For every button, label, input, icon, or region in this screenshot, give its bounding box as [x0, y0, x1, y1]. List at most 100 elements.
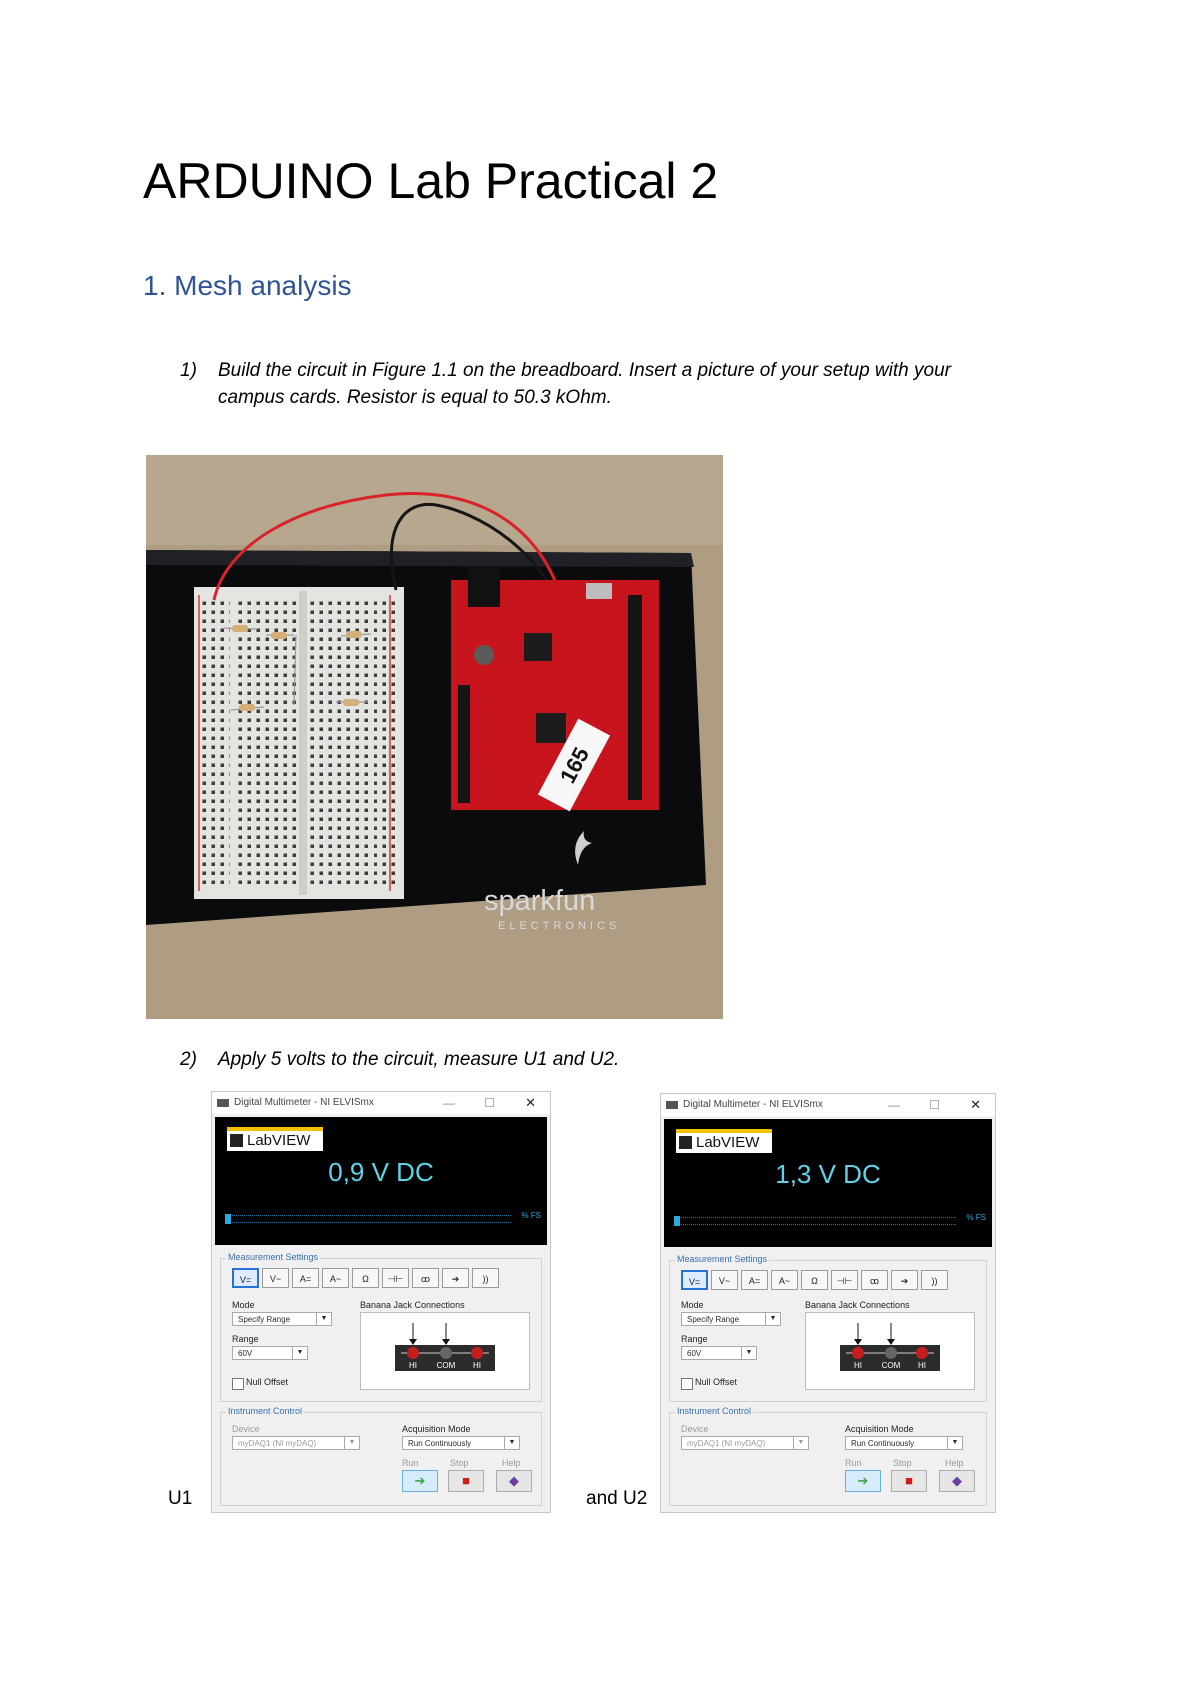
maximize-icon[interactable]: ☐ [484, 1096, 495, 1110]
close-icon[interactable]: ✕ [970, 1097, 981, 1112]
jack-hi-label: HI [854, 1361, 862, 1370]
jack-hi-label: HI [409, 1361, 417, 1370]
measurement-settings-label: Measurement Settings [675, 1254, 770, 1264]
maximize-icon[interactable]: ☐ [929, 1098, 940, 1112]
resistance-button[interactable]: Ω [801, 1270, 828, 1290]
inductance-button[interactable]: ꝏ [412, 1268, 439, 1288]
item-number: 1) [180, 360, 197, 381]
jack-com-label: COM [437, 1361, 456, 1370]
window-title: Digital Multimeter - NI ELVISmx [683, 1099, 823, 1110]
sparkfun-logo-sub: ELECTRONICS [498, 920, 620, 932]
range-select[interactable]: 60V▼ [681, 1346, 757, 1360]
jack-hi-label: HI [918, 1361, 926, 1370]
fs-label: % FS [521, 1211, 541, 1220]
acquisition-mode-label: Acquisition Mode [845, 1424, 914, 1434]
dc-current-button[interactable]: A= [741, 1270, 768, 1290]
minimize-icon[interactable]: — [443, 1096, 455, 1110]
diode-button[interactable]: ➔ [891, 1270, 918, 1290]
app-icon [666, 1101, 678, 1109]
section-heading: 1. Mesh analysis [143, 270, 352, 301]
continuity-button[interactable]: )) [472, 1268, 499, 1288]
device-label: Device [232, 1424, 260, 1434]
mode-label: Mode [232, 1300, 255, 1310]
continuity-button[interactable]: )) [921, 1270, 948, 1290]
null-offset-label: Null Offset [695, 1377, 737, 1387]
run-label: Run [845, 1458, 862, 1468]
null-offset-label: Null Offset [246, 1377, 288, 1387]
measurement-settings-group [669, 1260, 987, 1402]
ac-current-button[interactable]: A~ [322, 1268, 349, 1288]
acquisition-mode-select[interactable]: Run Continuously▼ [402, 1436, 520, 1450]
mode-select[interactable]: Specify Range▼ [681, 1312, 781, 1326]
run-button[interactable]: ➔ [845, 1470, 881, 1492]
meter-display: LabVIEW 1,3 V DC % FS [664, 1119, 992, 1247]
item-text: Apply 5 volts to the circuit, measure U1… [218, 1049, 620, 1070]
dc-voltage-button[interactable]: V= [232, 1268, 259, 1288]
device-label: Device [681, 1424, 709, 1434]
ac-voltage-button[interactable]: V~ [711, 1270, 738, 1290]
device-select[interactable]: myDAQ1 (NI myDAQ)▼ [232, 1436, 360, 1450]
instrument-control-label: Instrument Control [675, 1406, 754, 1416]
minimize-icon[interactable]: — [888, 1098, 900, 1112]
jack-com-label: COM [882, 1361, 901, 1370]
item-number: 2) [180, 1049, 197, 1070]
help-button[interactable]: ◆ [939, 1470, 975, 1492]
banana-jack-diagram: HI COM HI [805, 1312, 975, 1390]
meter-display: LabVIEW 0,9 V DC % FS [215, 1117, 547, 1245]
labview-logo: LabVIEW [227, 1127, 323, 1151]
close-icon[interactable]: ✕ [525, 1095, 536, 1110]
resistance-button[interactable]: Ω [352, 1268, 379, 1288]
meter-reading: 0,9 V DC [328, 1157, 434, 1187]
capacitance-button[interactable]: ⊣⊢ [831, 1270, 858, 1290]
ac-current-button[interactable]: A~ [771, 1270, 798, 1290]
document-title: ARDUINO Lab Practical 2 [143, 153, 719, 209]
stop-label: Stop [450, 1458, 469, 1468]
mode-select[interactable]: Specify Range▼ [232, 1312, 332, 1326]
instrument-control-label: Instrument Control [226, 1406, 305, 1416]
multimeter-window-u2: Digital Multimeter - NI ELVISmx — ☐ ✕ La… [660, 1093, 996, 1513]
range-bar [225, 1214, 511, 1224]
jack-hi-label: HI [473, 1361, 481, 1370]
window-titlebar: Digital Multimeter - NI ELVISmx — ☐ ✕ [661, 1094, 995, 1116]
mode-buttons: V= V~ A= A~ Ω ⊣⊢ ꝏ ➔ )) [232, 1268, 499, 1288]
instrument-control-group [669, 1412, 987, 1506]
sparkfun-logo: sparkfun [484, 885, 595, 917]
acquisition-mode-select[interactable]: Run Continuously▼ [845, 1436, 963, 1450]
range-select[interactable]: 60V▼ [232, 1346, 308, 1360]
null-offset-checkbox[interactable] [681, 1378, 693, 1390]
meter-reading: 1,3 V DC [775, 1159, 881, 1189]
help-button[interactable]: ◆ [496, 1470, 532, 1492]
help-label: Help [945, 1458, 964, 1468]
dc-voltage-button[interactable]: V= [681, 1270, 708, 1290]
window-title: Digital Multimeter - NI ELVISmx [234, 1097, 374, 1108]
window-titlebar: Digital Multimeter - NI ELVISmx — ☐ ✕ [212, 1092, 550, 1114]
caption-u2: and U2 [586, 1488, 648, 1509]
null-offset-checkbox[interactable] [232, 1378, 244, 1390]
labview-logo: LabVIEW [676, 1129, 772, 1153]
help-label: Help [502, 1458, 521, 1468]
fs-label: % FS [966, 1213, 986, 1222]
banana-jack-label: Banana Jack Connections [805, 1300, 910, 1310]
range-bar [674, 1216, 956, 1226]
inductance-button[interactable]: ꝏ [861, 1270, 888, 1290]
measurement-settings-group [220, 1258, 542, 1402]
breadboard-photo: 165 sparkfun ELECTRONICS [146, 455, 723, 1019]
capacitance-button[interactable]: ⊣⊢ [382, 1268, 409, 1288]
diode-button[interactable]: ➔ [442, 1268, 469, 1288]
caption-u1: U1 [168, 1488, 193, 1509]
run-button[interactable]: ➔ [402, 1470, 438, 1492]
device-select[interactable]: myDAQ1 (NI myDAQ)▼ [681, 1436, 809, 1450]
stop-label: Stop [893, 1458, 912, 1468]
app-icon [217, 1099, 229, 1107]
range-label: Range [232, 1334, 259, 1344]
stop-button[interactable]: ■ [448, 1470, 484, 1492]
mode-buttons: V= V~ A= A~ Ω ⊣⊢ ꝏ ➔ )) [681, 1270, 948, 1290]
banana-jack-label: Banana Jack Connections [360, 1300, 465, 1310]
dc-current-button[interactable]: A= [292, 1268, 319, 1288]
mode-label: Mode [681, 1300, 704, 1310]
acquisition-mode-label: Acquisition Mode [402, 1424, 471, 1434]
range-label: Range [681, 1334, 708, 1344]
ac-voltage-button[interactable]: V~ [262, 1268, 289, 1288]
banana-jack-diagram: HI COM HI [360, 1312, 530, 1390]
stop-button[interactable]: ■ [891, 1470, 927, 1492]
